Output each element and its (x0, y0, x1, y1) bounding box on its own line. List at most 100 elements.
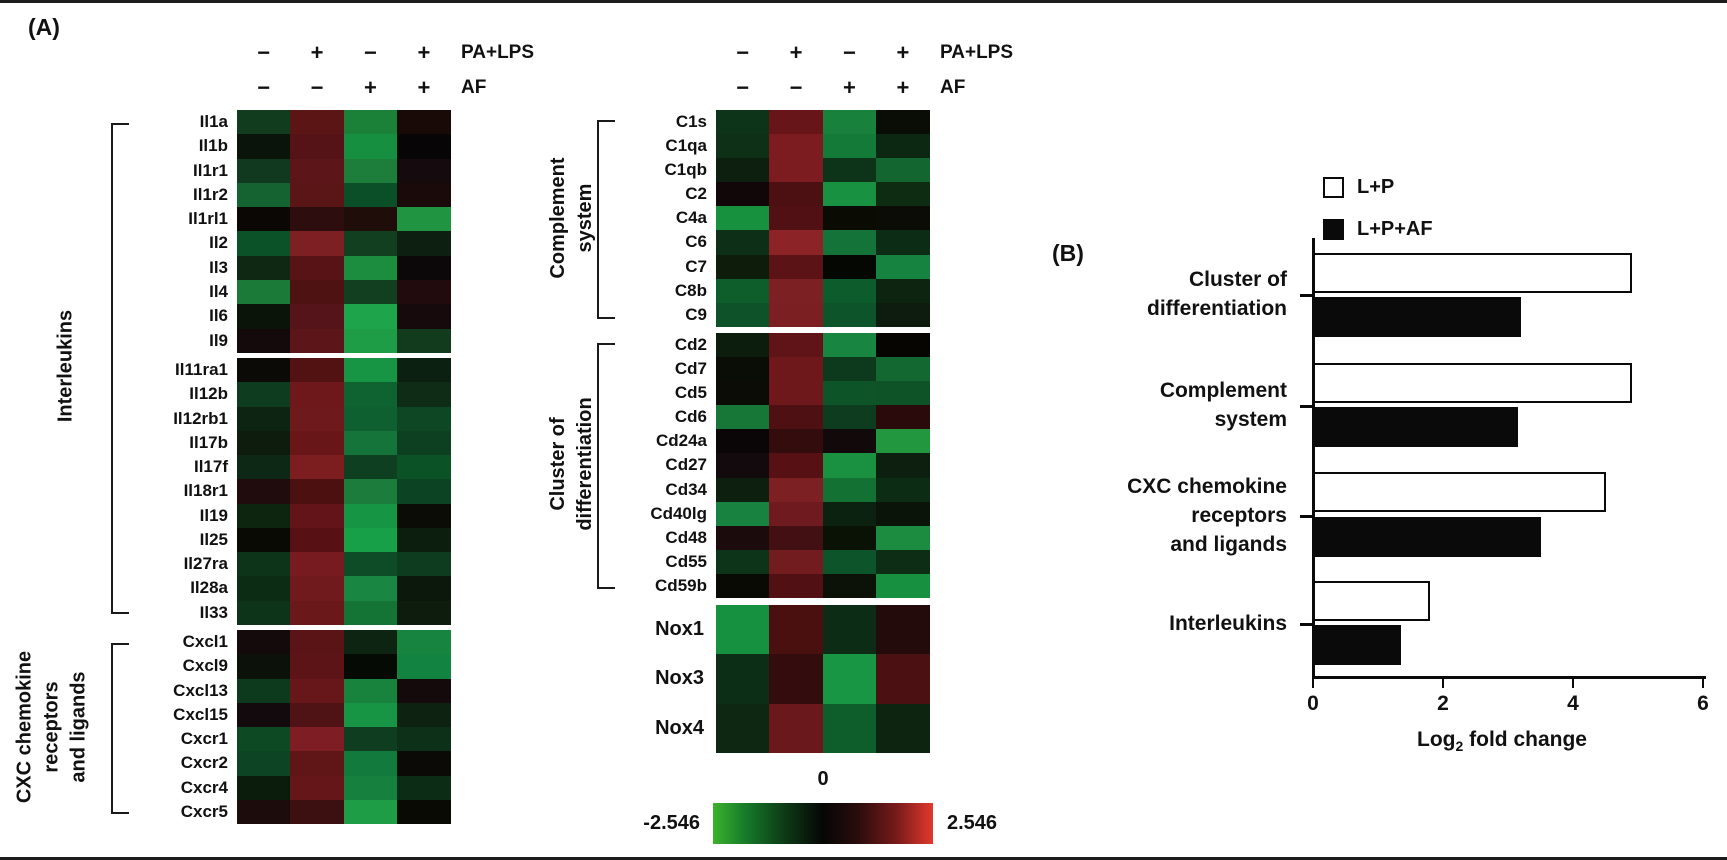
heatmap-cell-Cd27-c3 (876, 453, 930, 478)
bar-lpaf-0 (1313, 297, 1521, 337)
gene-label-Il12rb1: Il12rb1 (173, 408, 228, 428)
left-palps-label: PA+LPS (461, 42, 535, 63)
heatmap-row-Cd48: Cd48 (0, 525, 930, 550)
heatmap-cell-Il11ra1-c1 (290, 358, 344, 383)
heatmap-cell-Il2-c2 (343, 231, 398, 256)
heatmap-cell-Cd48-c2 (822, 525, 877, 550)
gene-label-Il1r2: Il1r2 (193, 184, 228, 204)
heatmap-cell-C9-c2 (822, 302, 877, 327)
heatmap-cell-C8b-c2 (822, 278, 877, 303)
gene-label-Il1rl1: Il1rl1 (188, 209, 228, 229)
heatmap-cell-Cxcr4-c1 (290, 775, 344, 800)
heatmap-cell-Il12b-c2 (343, 382, 398, 407)
heatmap-row-Il1rl1: Il1rl1 (0, 207, 451, 232)
heatmap-cell-Il2-c3 (397, 231, 451, 256)
heatmap-cell-Il6-c0 (237, 304, 291, 329)
heatmap-cell-Il19-c2 (343, 503, 398, 528)
heatmap-cell-Il1r1-c0 (237, 158, 291, 183)
heatmap-row-Il1b: Il1b (0, 134, 451, 159)
heatmap-cell-Cxcl1-c3 (397, 630, 451, 655)
colorbar-min-label: -2.546 (643, 812, 700, 834)
heatmap-cell-Cxcr2-c0 (237, 751, 291, 776)
heatmap-cell-C6-c2 (822, 230, 877, 255)
gene-label-Il28a: Il28a (190, 578, 228, 598)
gene-label-Cd7: Cd7 (674, 359, 707, 379)
heatmap-cell-Cxcr5-c2 (343, 799, 398, 824)
heatmap-cell-Cd40lg-c1 (769, 501, 823, 526)
gene-label-Il33: Il33 (199, 602, 228, 622)
heatmap-cell-Il17f-c2 (343, 455, 398, 480)
heatmap-cell-Nox3-c0 (716, 654, 770, 704)
gene-label-Cd55: Cd55 (665, 551, 707, 571)
bar-lpaf-2 (1313, 517, 1541, 557)
y-tick-1 (1300, 405, 1313, 408)
heatmap-row-Cd40lg: Cd40lg (0, 501, 930, 526)
bar-lpaf-1 (1313, 407, 1518, 447)
heatmap-cell-Il28a-c2 (343, 576, 398, 601)
heatmap-cell-Il28a-c3 (397, 576, 451, 601)
heatmap-row-Il2: Il2 (0, 231, 451, 256)
heatmap-cell-Il3-c0 (237, 255, 291, 281)
heatmap-row-Nox1: Nox1 (0, 605, 930, 655)
heatmap-cell-C6-c1 (769, 230, 823, 255)
bar-chart-x-axis (1312, 676, 1706, 679)
heatmap-cell-Cd48-c3 (876, 525, 930, 550)
heatmap-row-Cxcr5: Cxcr5 (0, 799, 451, 824)
colorbar-zero-label: 0 (817, 768, 829, 790)
heatmap-row-Il12rb1: Il12rb1 (0, 406, 451, 431)
x-tick-label-2: 2 (1437, 692, 1449, 715)
left-palps-sign-3: + (417, 40, 431, 65)
heatmap-cell-Cd55-c0 (716, 549, 770, 574)
heatmap-cell-Cd7-c3 (876, 357, 930, 382)
heatmap-cell-Il17f-c0 (237, 455, 291, 480)
heatmap-cell-Cd24a-c3 (876, 429, 930, 454)
heatmap-cell-Il33-c1 (290, 600, 344, 625)
heatmap-row-Il4: Il4 (0, 280, 451, 305)
gene-label-Cxcl9: Cxcl9 (182, 656, 228, 676)
heatmap-cell-Cd6-c1 (769, 405, 823, 430)
gene-label-Il1a: Il1a (199, 112, 228, 131)
heatmap-cell-Il9-c3 (397, 328, 451, 353)
heatmap-row-Cd27: Cd27 (0, 453, 930, 478)
heatmap-cell-Il28a-c1 (290, 576, 344, 601)
gene-label-Il17f: Il17f (193, 457, 228, 477)
heatmap-row-Il17b: Il17b (0, 430, 451, 456)
x-tick-label-4: 4 (1567, 692, 1579, 715)
heatmap-row-Cd59b: Cd59b (0, 573, 930, 599)
gene-label-Cxcr2: Cxcr2 (180, 753, 228, 773)
heatmap-cell-Il1r1-c3 (397, 158, 451, 183)
right-af-sign-3: + (896, 75, 910, 100)
heatmap-cell-Il19-c3 (397, 503, 451, 528)
heatmap-cell-Il1r2-c0 (237, 182, 291, 208)
heatmap-cell-Cd40lg-c0 (716, 501, 770, 526)
gene-label-Cxcl13: Cxcl13 (173, 680, 228, 700)
gene-label-Il11ra1: Il11ra1 (175, 360, 228, 379)
right-heatmap-palps-signs: −+−+ (716, 40, 930, 66)
heatmap-row-Cd2: Cd2 (0, 333, 930, 358)
heatmap-cell-C4a-c1 (769, 206, 823, 231)
heatmap-cell-Cxcl1-c1 (290, 630, 344, 655)
x-tick-0 (1311, 677, 1315, 688)
heatmap-cell-Cd55-c2 (822, 549, 877, 574)
heatmap-cell-Cd2-c3 (876, 333, 930, 358)
heatmap-row-C4a: C4a (0, 206, 930, 231)
heatmap-cell-Cd6-c3 (876, 405, 930, 430)
heatmap-cell-Il1b-c3 (397, 134, 451, 159)
gene-label-Cxcr4: Cxcr4 (180, 777, 228, 797)
right-palps-sign-3: + (896, 40, 910, 65)
heatmap-row-Il9: Il9 (0, 328, 451, 353)
heatmap-cell-Il33-c3 (397, 600, 451, 625)
heatmap-cell-Cxcr4-c0 (237, 775, 291, 800)
heatmap-cell-Cd5-c2 (822, 381, 877, 406)
figure-top-border (0, 0, 1727, 3)
gene-label-Nox1: Nox1 (655, 618, 704, 640)
legend-item-lpaf: L+P+AF (1323, 218, 1433, 241)
heatmap-cell-Cd7-c1 (769, 357, 823, 382)
heatmap-cell-Cxcl9-c2 (343, 654, 398, 679)
heatmap-cell-Il12rb1-c3 (397, 406, 451, 431)
heatmap-cell-Cxcr2-c3 (397, 751, 451, 776)
colorbar-gradient (713, 803, 933, 844)
right-af-sign-1: − (789, 75, 803, 100)
